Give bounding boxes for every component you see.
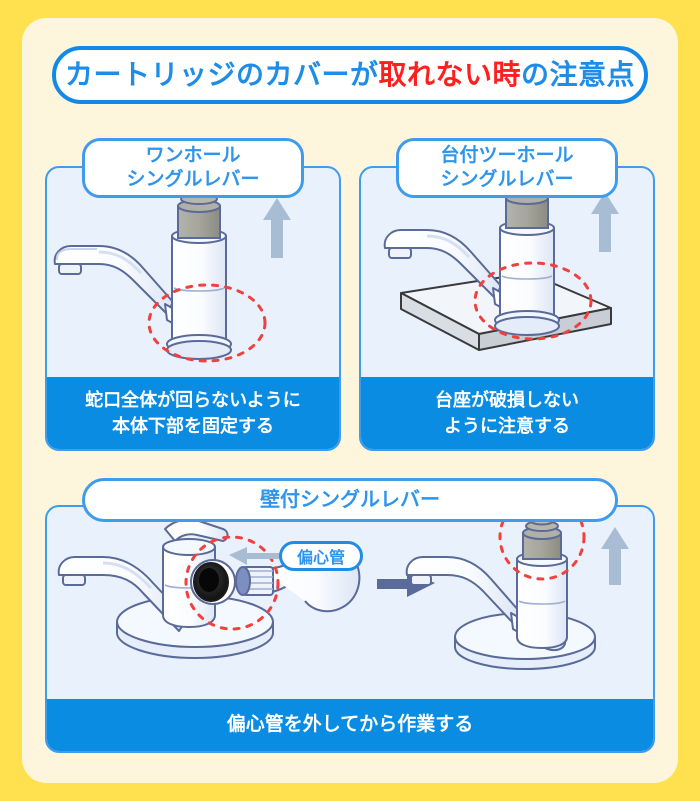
illustration-one-hole — [47, 168, 339, 377]
eccentric-pipe-label: 偏心管 — [279, 541, 363, 571]
card-one-title-line1: ワンホール — [145, 145, 241, 167]
card-two-hole: 台座が破損しない ように注意する — [359, 166, 655, 451]
highlight-ellipse — [473, 261, 593, 341]
card-two-title: 台付ツーホール シングルレバー — [396, 138, 618, 198]
faucet-spout — [383, 229, 502, 299]
caption-line-1: 台座が破損しない — [435, 389, 579, 410]
card-three-title: 壁付シングルレバー — [82, 478, 618, 522]
wall-port-hole — [190, 559, 236, 605]
title-before: カートリッジのカバーが — [64, 59, 379, 90]
card-three-title-line1: 壁付シングルレバー — [260, 488, 440, 511]
card-one-title-line2: シングルレバー — [126, 169, 260, 190]
caption-wall-mount: 偏心管を外してから作業する — [47, 699, 653, 751]
faucet-one-hole-svg — [53, 168, 291, 363]
faucet-body-cylinder — [166, 228, 232, 360]
faucet-two-hole-svg — [383, 168, 619, 351]
left-arrow-icon — [229, 547, 285, 565]
card-two-title-line1: 台付ツーホール — [440, 145, 574, 167]
title-highlight: 取れない時 — [378, 59, 521, 90]
eccentric-pipe-label-text: 偏心管 — [296, 550, 345, 567]
page-title-text: カートリッジのカバーが取れない時の注意点 — [65, 61, 635, 89]
caption-line-2: ように注意する — [444, 416, 570, 436]
faucet-spout — [53, 245, 174, 315]
faucet-wall-mount-svg — [57, 507, 629, 671]
title-after: の注意点 — [521, 59, 636, 90]
page-title: カートリッジのカバーが取れない時の注意点 — [52, 46, 648, 104]
caption-line-2: 本体下部を固定する — [112, 416, 274, 436]
result-faucet-spout — [405, 556, 520, 624]
faucet-body-cylinder — [494, 220, 560, 336]
caption-one-hole: 蛇口全体が回らないように 本体下部を固定する — [47, 377, 339, 449]
card-one-title: ワンホール シングルレバー — [82, 138, 304, 198]
caption-line-1: 蛇口全体が回らないように — [85, 389, 301, 410]
caption-two-hole: 台座が破損しない ように注意する — [361, 377, 653, 449]
highlight-ellipse — [147, 283, 267, 363]
card-two-title-line2: シングルレバー — [440, 169, 574, 190]
result-faucet-body — [516, 551, 568, 650]
up-arrow-icon — [263, 198, 291, 258]
highlight-circle-right — [498, 507, 586, 581]
up-arrow-icon — [591, 192, 619, 252]
caption-line-1: 偏心管を外してから作業する — [226, 714, 474, 736]
card-one-hole: 蛇口全体が回らないように 本体下部を固定する — [45, 166, 341, 451]
illustration-two-hole — [361, 168, 653, 377]
up-arrow-icon — [601, 527, 629, 585]
highlight-circle-left — [184, 535, 280, 631]
illustration-wall-mount — [47, 507, 653, 699]
